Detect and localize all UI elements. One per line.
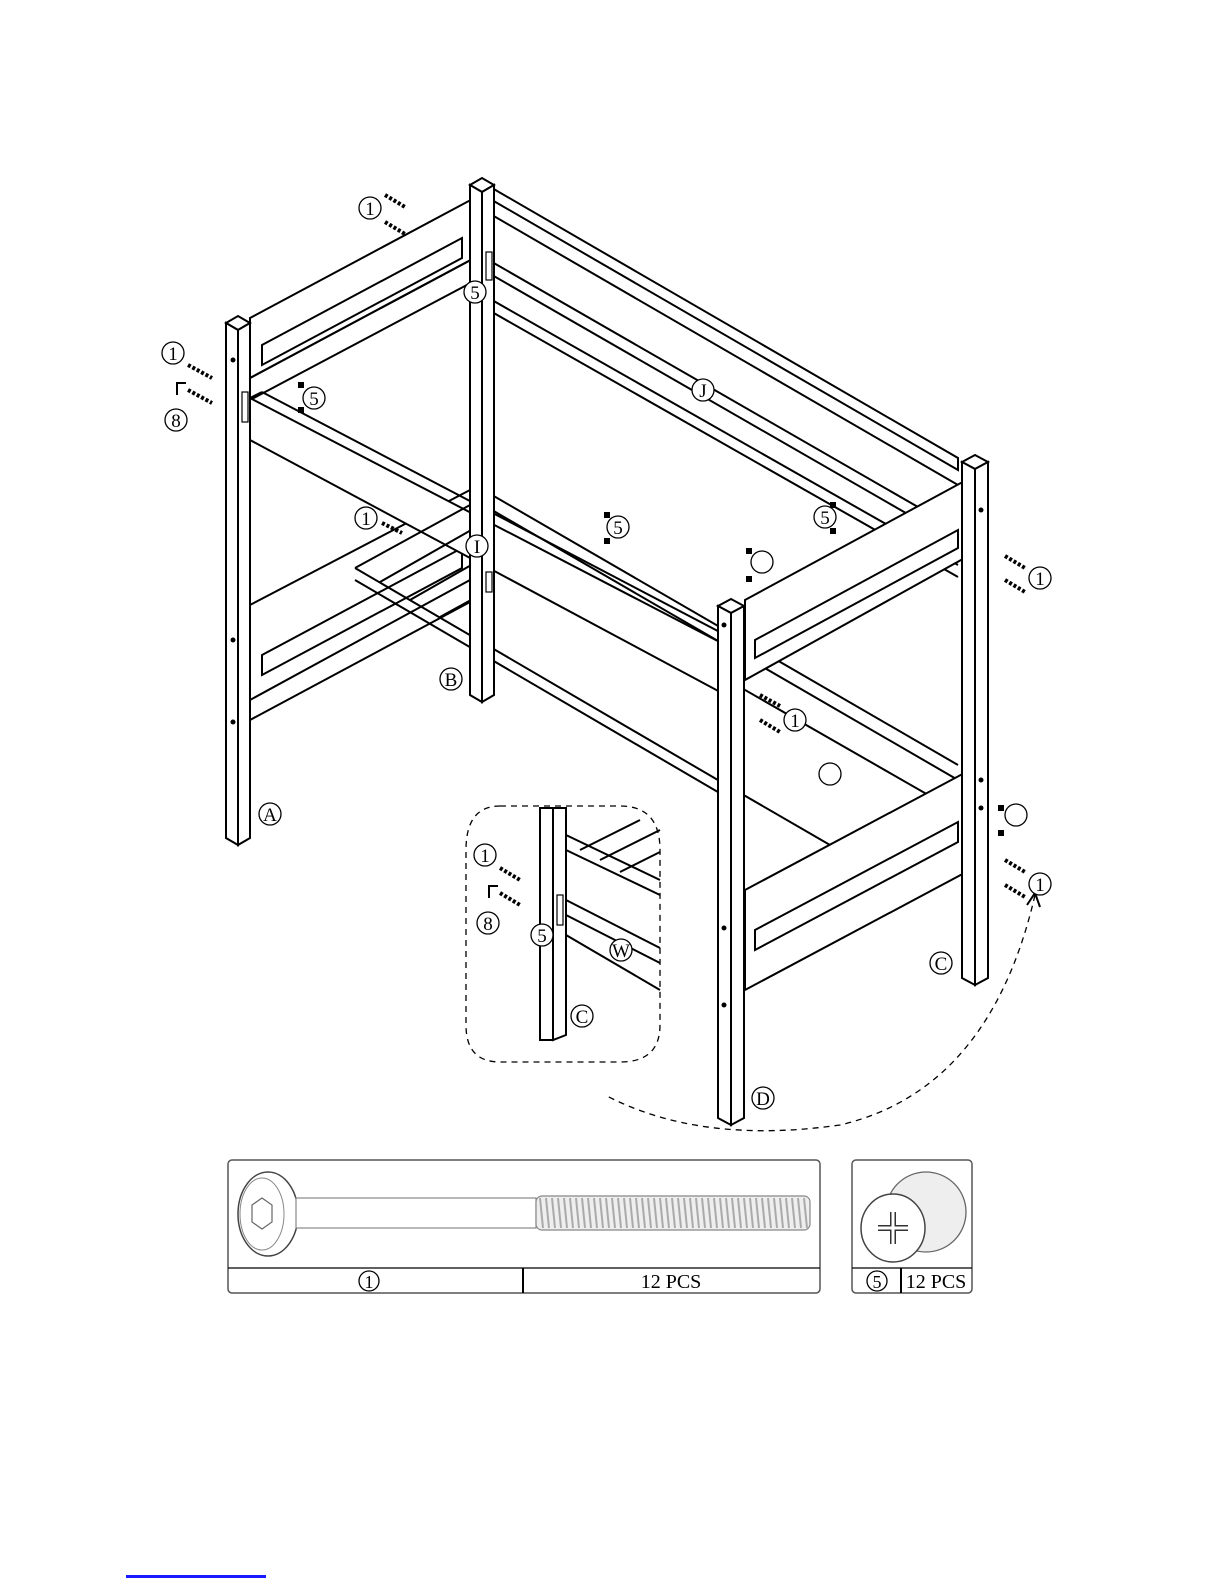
callout-post-b: B: [440, 668, 462, 691]
svg-text:1: 1: [365, 199, 375, 220]
svg-text:8: 8: [483, 914, 493, 935]
wrench-icon-detail: [489, 886, 498, 898]
svg-text:J: J: [699, 381, 706, 402]
post-c: [962, 455, 988, 985]
callout-blank-2: [819, 763, 841, 785]
footboard-right: [745, 478, 970, 990]
callout-cam-2: 5: [464, 281, 486, 304]
callout-post-a: A: [259, 803, 281, 826]
callout-bolt-5: 1: [784, 709, 806, 732]
callout-inset-rail-w: W: [610, 939, 632, 962]
post-b: [470, 178, 494, 702]
svg-text:B: B: [445, 670, 458, 691]
svg-text:5: 5: [470, 283, 480, 304]
detail-inset: [466, 806, 660, 1062]
svg-text:1: 1: [168, 344, 178, 365]
svg-text:1: 1: [1035, 875, 1045, 896]
callout-bolt-2: 1: [162, 342, 184, 365]
bolt-code: 1: [365, 1272, 374, 1292]
svg-text:1: 1: [790, 711, 800, 732]
svg-text:1: 1: [361, 509, 371, 530]
svg-text:A: A: [263, 805, 277, 826]
svg-text:5: 5: [537, 926, 547, 947]
wrench-icon: [177, 383, 186, 395]
cam-code: 5: [873, 1272, 882, 1292]
callout-bolt-1: 1: [359, 197, 381, 220]
callout-cam-4: 5: [814, 506, 836, 529]
svg-text:5: 5: [309, 389, 319, 410]
callout-cam-3: 5: [607, 516, 629, 539]
parts-table-cam: 5 12 PCS: [852, 1160, 972, 1293]
callout-cam-1: 5: [303, 387, 325, 410]
svg-text:1: 1: [1035, 569, 1045, 590]
callout-rail-j: J: [692, 379, 714, 402]
callout-blank-1: [751, 551, 773, 573]
svg-text:5: 5: [820, 508, 830, 529]
callout-bolt-6: 1: [1029, 873, 1051, 896]
svg-text:C: C: [576, 1007, 589, 1028]
svg-text:D: D: [756, 1089, 770, 1110]
callout-inset-bolt: 1: [474, 844, 496, 867]
callout-bolt-4: 1: [1029, 567, 1051, 590]
post-a: [226, 316, 250, 845]
parts-table-bolt: 1 12 PCS: [228, 1160, 820, 1293]
callout-blank-3: [1005, 804, 1027, 826]
callout-inset-post-c: C: [571, 1005, 593, 1028]
callout-post-c: C: [930, 952, 952, 975]
svg-text:5: 5: [613, 518, 623, 539]
callout-inset-wrench: 8: [477, 912, 499, 935]
cam-quantity: 12 PCS: [906, 1271, 967, 1293]
callout-wrench-1: 8: [165, 409, 187, 432]
callout-post-d: D: [752, 1087, 774, 1110]
callout-bolt-3: 1: [355, 507, 377, 530]
post-d: [718, 599, 744, 1125]
svg-text:I: I: [474, 537, 480, 558]
svg-text:1: 1: [480, 846, 490, 867]
callout-inset-cam: 5: [531, 924, 553, 947]
svg-text:C: C: [935, 954, 948, 975]
bolt-quantity: 12 PCS: [641, 1271, 702, 1293]
svg-text:W: W: [612, 941, 630, 962]
svg-text:8: 8: [171, 411, 181, 432]
callout-rail-i: I: [466, 535, 488, 558]
footer-link-underline[interactable]: [126, 1575, 266, 1578]
